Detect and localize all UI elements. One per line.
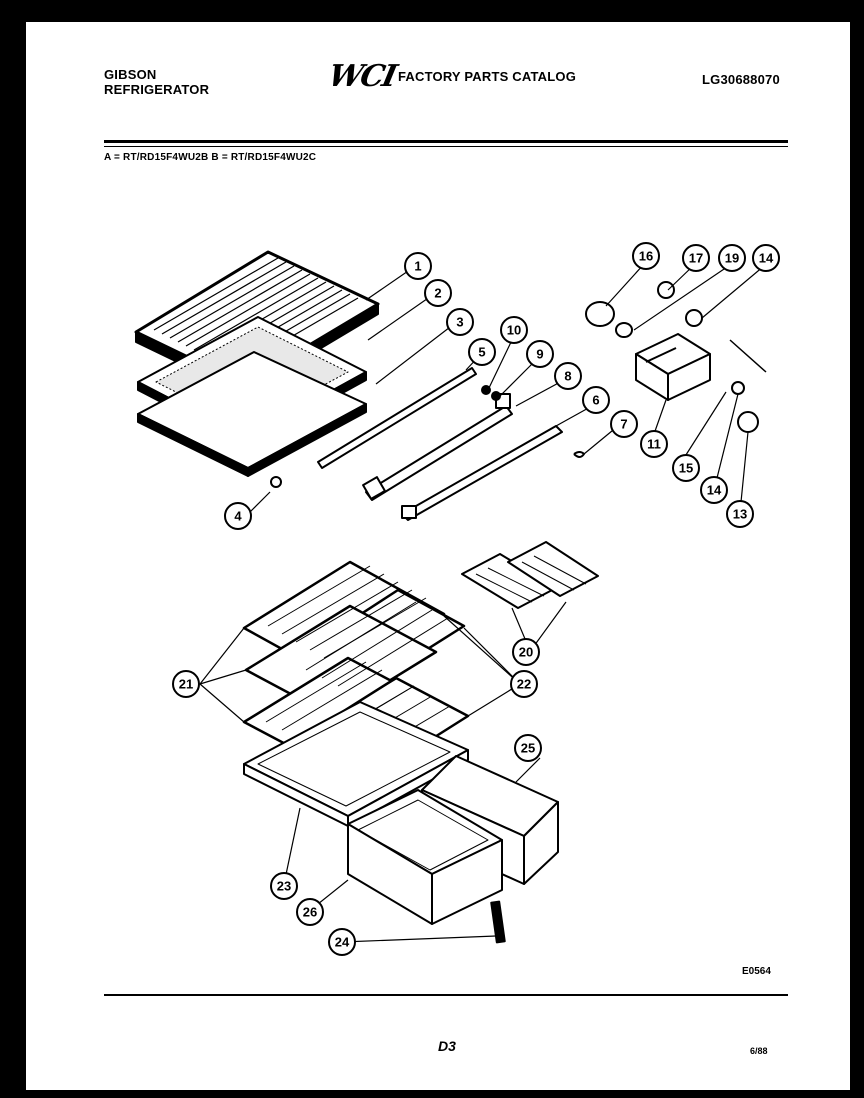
header-rule-thin bbox=[104, 146, 788, 147]
callout-4: 4 bbox=[224, 502, 252, 530]
leader-lines bbox=[199, 263, 765, 943]
catalog-number: LG30688070 bbox=[702, 72, 780, 87]
svg-text:2: 2 bbox=[434, 286, 441, 301]
callout-20: 20 bbox=[512, 638, 540, 666]
callout-14-top: 14 bbox=[752, 244, 780, 272]
callout-17: 17 bbox=[682, 244, 710, 272]
callout-25: 25 bbox=[514, 734, 542, 762]
shelf-rails bbox=[270, 367, 585, 521]
svg-text:14: 14 bbox=[759, 251, 774, 266]
svg-text:10: 10 bbox=[507, 323, 521, 338]
callout-5: 5 bbox=[468, 338, 496, 366]
callout-8: 8 bbox=[554, 362, 582, 390]
svg-text:26: 26 bbox=[303, 905, 317, 920]
svg-text:15: 15 bbox=[679, 461, 693, 476]
callout-1: 1 bbox=[404, 252, 432, 280]
callout-22: 22 bbox=[510, 670, 538, 698]
header-rule-thick bbox=[104, 140, 788, 143]
svg-text:16: 16 bbox=[639, 249, 653, 264]
exploded-parts-diagram: 1 2 3 5 10 9 8 6 7 4 16 17 19 14 11 15 1… bbox=[134, 242, 780, 956]
callout-26: 26 bbox=[296, 898, 324, 926]
svg-text:17: 17 bbox=[689, 251, 703, 266]
svg-text:9: 9 bbox=[536, 347, 543, 362]
svg-text:23: 23 bbox=[277, 879, 291, 894]
callout-group: 1 2 3 5 10 9 8 6 7 4 16 17 19 14 11 15 1… bbox=[172, 242, 780, 956]
callout-3: 3 bbox=[446, 308, 474, 336]
callout-24: 24 bbox=[328, 928, 356, 956]
svg-text:13: 13 bbox=[733, 507, 747, 522]
ice-trays bbox=[461, 541, 599, 609]
svg-text:20: 20 bbox=[519, 645, 533, 660]
svg-text:8: 8 bbox=[564, 369, 571, 384]
footer-rule bbox=[104, 994, 788, 996]
brand-label: GIBSON REFRIGERATOR bbox=[104, 67, 209, 97]
date-code: 6/88 bbox=[750, 1046, 768, 1056]
callout-14-bottom: 14 bbox=[700, 476, 728, 504]
svg-text:14: 14 bbox=[707, 483, 722, 498]
crisper-cover bbox=[243, 701, 469, 827]
callout-7: 7 bbox=[610, 410, 638, 438]
brand-line-1: GIBSON bbox=[104, 67, 157, 82]
page-label: D3 bbox=[438, 1038, 456, 1054]
callout-10: 10 bbox=[500, 316, 528, 344]
svg-text:6: 6 bbox=[592, 393, 599, 408]
catalog-title: FACTORY PARTS CATALOG bbox=[398, 69, 577, 84]
svg-text:21: 21 bbox=[179, 677, 193, 692]
light-assembly bbox=[585, 281, 767, 433]
freezer-shelf-assembly bbox=[134, 250, 380, 477]
callout-2: 2 bbox=[424, 279, 452, 307]
svg-text:5: 5 bbox=[478, 345, 485, 360]
brand-line-2: REFRIGERATOR bbox=[104, 82, 210, 97]
diagram-code: E0564 bbox=[742, 966, 771, 977]
svg-text:3: 3 bbox=[456, 315, 463, 330]
svg-text:4: 4 bbox=[234, 509, 242, 524]
callout-9: 9 bbox=[526, 340, 554, 368]
callout-13: 13 bbox=[726, 500, 754, 528]
svg-text:25: 25 bbox=[521, 741, 535, 756]
callout-16: 16 bbox=[632, 242, 660, 270]
callout-15: 15 bbox=[672, 454, 700, 482]
callout-6: 6 bbox=[582, 386, 610, 414]
crisper-pans bbox=[347, 755, 559, 944]
svg-text:22: 22 bbox=[517, 677, 531, 692]
svg-text:11: 11 bbox=[647, 437, 661, 452]
svg-text:1: 1 bbox=[414, 259, 421, 274]
svg-text:24: 24 bbox=[335, 935, 350, 950]
callout-19: 19 bbox=[718, 244, 746, 272]
svg-text:7: 7 bbox=[620, 417, 627, 432]
callout-11: 11 bbox=[640, 430, 668, 458]
parts-catalog-page: GIBSON REFRIGERATOR WCI FACTORY PARTS CA… bbox=[26, 22, 850, 1090]
callout-21: 21 bbox=[172, 670, 200, 698]
svg-text:19: 19 bbox=[725, 251, 739, 266]
model-line: A = RT/RD15F4WU2B B = RT/RD15F4WU2C bbox=[104, 152, 317, 163]
callout-23: 23 bbox=[270, 872, 298, 900]
